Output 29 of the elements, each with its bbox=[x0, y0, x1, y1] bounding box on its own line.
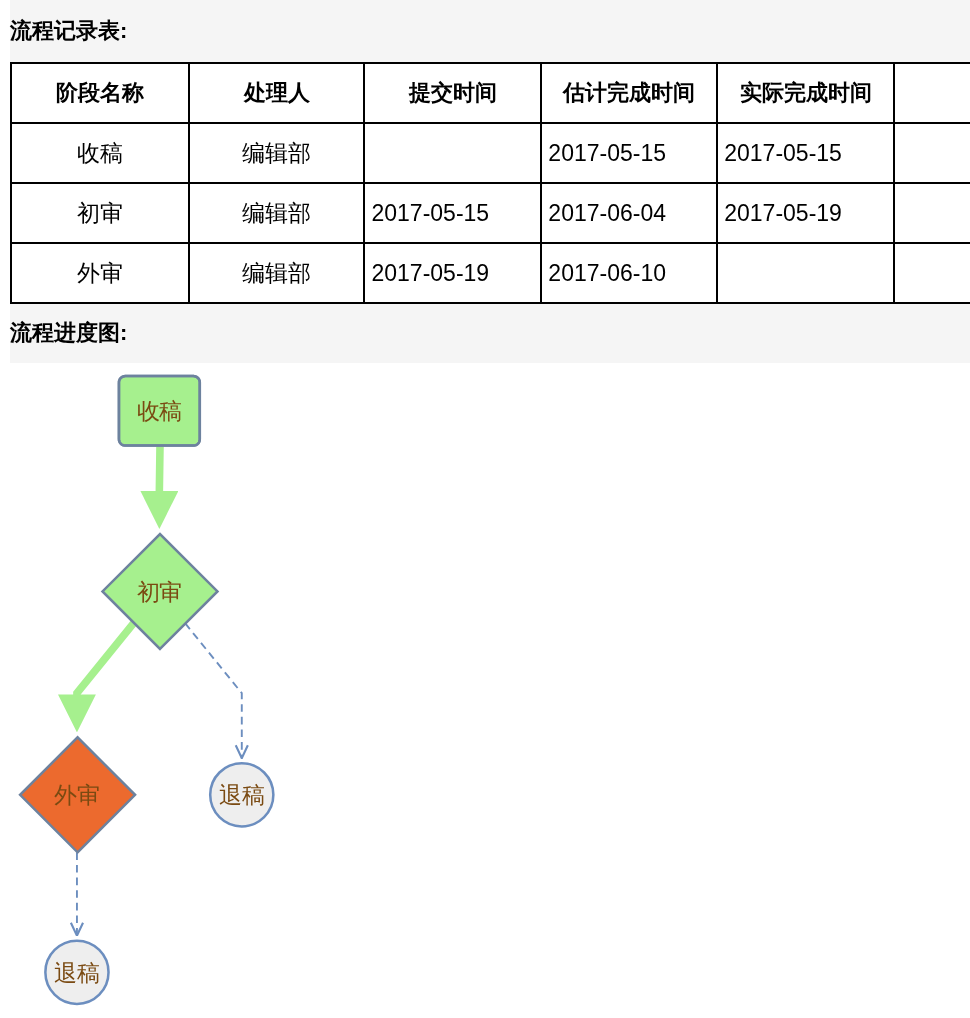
decision-diamond: 外审 bbox=[18, 735, 137, 855]
table-cell: 编辑部 bbox=[188, 123, 365, 183]
table-cell: 初审 bbox=[11, 183, 189, 243]
dashed-arrow bbox=[184, 622, 249, 760]
table-cell: 2017-05-15 bbox=[541, 123, 718, 183]
table-cell: 编辑部 bbox=[188, 243, 365, 303]
table-cell: 2017-06-04 bbox=[541, 183, 718, 243]
table-cell: 2017-05-15 bbox=[717, 123, 895, 183]
column-header: 阶段名称 bbox=[11, 63, 189, 123]
table-cell: 2017-05-19 bbox=[717, 183, 895, 243]
section-heading: 流程记录表: bbox=[10, 0, 970, 62]
process-box: 收稿 bbox=[117, 374, 202, 447]
decision-diamond: 初审 bbox=[100, 532, 220, 651]
circle-node: 退稿 bbox=[208, 762, 275, 828]
table-cell: 2017-06-10 bbox=[541, 243, 718, 303]
column-header: 处理人 bbox=[188, 63, 365, 123]
column-header: 提交时间 bbox=[364, 63, 542, 123]
table-cell: 2017-05-19 bbox=[364, 243, 542, 303]
arrow bbox=[58, 620, 137, 733]
table-cell: 外审 bbox=[11, 243, 189, 303]
table-cell: 收稿 bbox=[11, 123, 189, 183]
circle-node: 退稿 bbox=[44, 939, 110, 1006]
section-heading: 流程进度图: bbox=[10, 302, 970, 363]
table-cell: 编辑部 bbox=[188, 183, 365, 243]
arrow bbox=[140, 446, 179, 529]
dashed-arrow bbox=[69, 851, 85, 937]
column-header: 实际完成时间 bbox=[717, 63, 895, 123]
column-header: 估计完成时间 bbox=[541, 63, 718, 123]
table-cell: 2017-05-15 bbox=[364, 183, 542, 243]
